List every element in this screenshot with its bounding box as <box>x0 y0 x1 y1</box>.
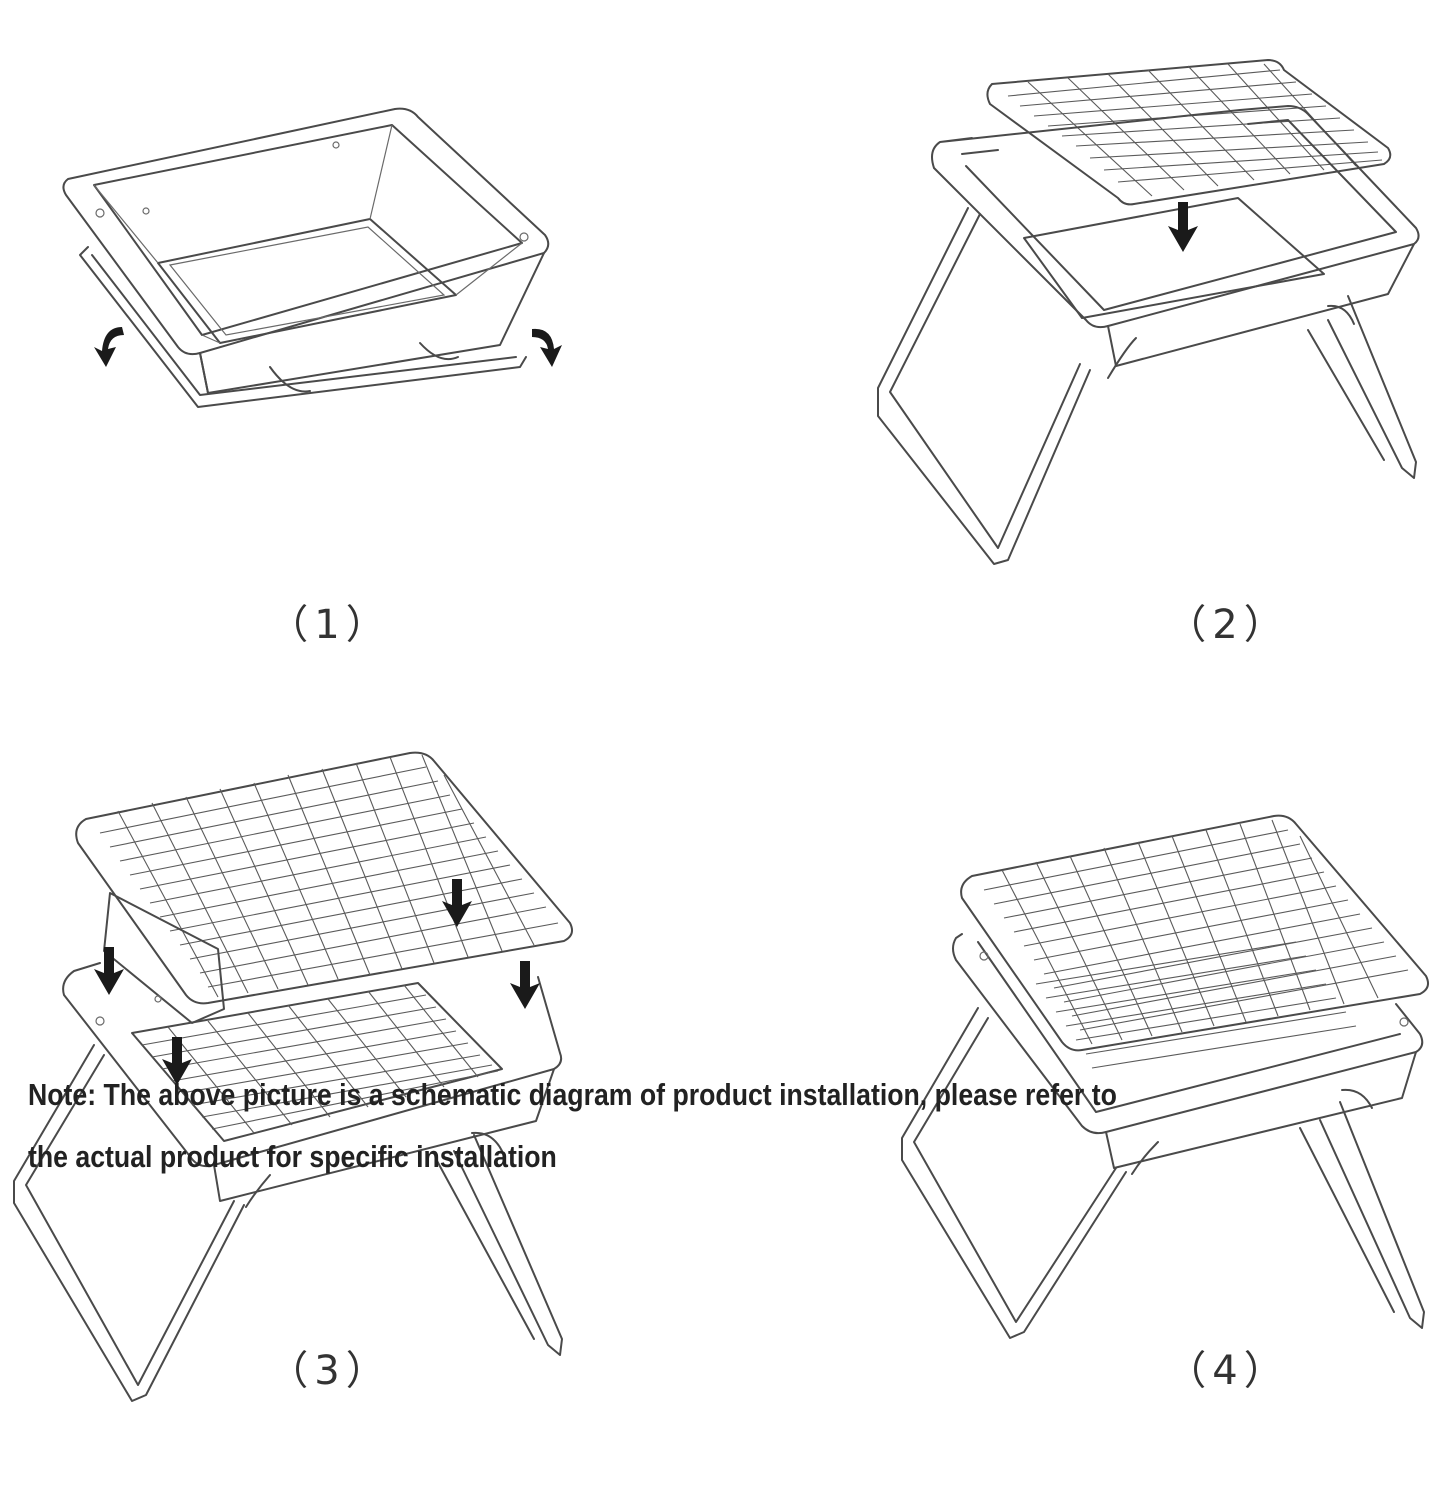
step-2-label: （2） <box>1166 602 1290 648</box>
step-4-illustration <box>901 814 1429 1339</box>
down-arrow-icon <box>162 1037 192 1085</box>
lower-grill-grate <box>131 982 503 1142</box>
down-arrow-icon <box>1168 202 1198 252</box>
down-arrow-icon <box>510 961 540 1009</box>
lower-grill-grate <box>1035 941 1357 1069</box>
step-1-illustration <box>62 107 562 408</box>
step-3-label: （3） <box>268 1348 392 1394</box>
down-arrow-icon <box>442 879 472 927</box>
installation-note: Note: The above picture is a schematic d… <box>28 1064 1223 1188</box>
step-1-label: （1） <box>268 602 392 648</box>
note-line-1: Note: The above picture is a schematic d… <box>28 1077 1117 1112</box>
upper-grill-grate <box>75 751 573 1005</box>
step-3-illustration <box>13 751 573 1402</box>
down-arrow-icon <box>94 947 124 995</box>
grill-grate <box>986 59 1392 206</box>
step-2-illustration <box>877 59 1420 565</box>
step-4-label: （4） <box>1166 1348 1290 1394</box>
note-line-2: the actual product for specific installa… <box>28 1139 557 1174</box>
upper-grill-grate <box>960 814 1429 1052</box>
